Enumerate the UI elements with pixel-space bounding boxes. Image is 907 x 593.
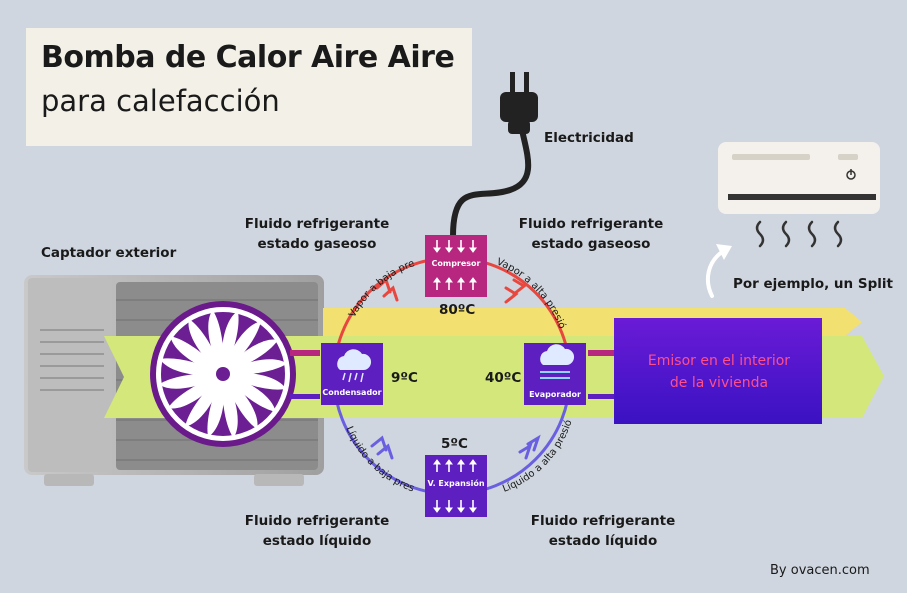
expansion-valve-box: [425, 455, 487, 517]
gas-left-line2: estado gaseoso: [257, 236, 377, 252]
cold-pipe-right: [588, 394, 616, 399]
fan-blade: [207, 374, 225, 437]
arrow-up-head: [433, 459, 441, 465]
fan-blade: [159, 373, 223, 389]
gas-left-line1: Fluido refrigerante: [244, 216, 390, 232]
arrow-down-head: [457, 507, 465, 513]
page-title: Bomba de Calor Aire Aire: [41, 40, 455, 75]
fan-blade: [223, 372, 286, 390]
split-unit-icon: [718, 142, 880, 248]
fan-blade: [188, 319, 223, 374]
fan-blade: [185, 374, 223, 427]
rain-cloud-icon: [337, 349, 372, 383]
temp-80: 80ºC: [439, 302, 476, 318]
fan-blade: [221, 311, 239, 374]
fan-blade: [208, 310, 224, 374]
expansion-label: V. Expansión: [427, 479, 485, 488]
liq-right-line1: Fluido refrigerante: [530, 513, 676, 529]
split-label: Por ejemplo, un Split: [733, 276, 893, 292]
electricidad-label: Electricidad: [544, 130, 634, 146]
cold-pipe: [290, 394, 320, 399]
emitter-text: Emisor en el interior de la vivienda: [616, 350, 822, 394]
hot-arrow-right: [504, 278, 527, 304]
cold-arrow-right: [518, 434, 541, 460]
compresor-label: Compresor: [431, 259, 481, 268]
emitter-box: [614, 318, 822, 424]
hot-arrow-left: [375, 277, 399, 302]
captador-label: Captador exterior: [41, 245, 177, 261]
hot-pipe: [290, 350, 320, 356]
evaporador-label: Evaporador: [529, 390, 581, 399]
arrow-down-head: [469, 247, 477, 253]
plug-icon: [450, 72, 538, 237]
fan-blade: [223, 374, 276, 412]
fan-blade: [223, 339, 278, 374]
fan-blade: [223, 359, 287, 375]
fan-blade: [168, 374, 223, 409]
liq-left-line2: estado líquido: [262, 533, 372, 549]
fan-blade: [222, 374, 238, 438]
arrow-down-head: [433, 507, 441, 513]
curved-arrow-icon: [705, 244, 732, 298]
condensador-label: Condensador: [322, 388, 382, 397]
arrow-up-head: [445, 459, 453, 465]
arrow-down-head: [433, 247, 441, 253]
credit: By ovacen.com: [770, 563, 870, 578]
gas-right-line2: estado gaseoso: [531, 236, 651, 252]
arrow-up-head: [469, 459, 477, 465]
gas-left-label: Fluido refrigerante estado gaseoso: [232, 214, 402, 254]
fan-blade: [170, 336, 223, 374]
arrow-down-head: [457, 247, 465, 253]
title-box: Bomba de Calor Aire Aire para calefacció…: [26, 28, 472, 146]
arrow-up-head: [469, 277, 477, 283]
fan-icon: [150, 301, 296, 447]
arrow-up-head: [457, 277, 465, 283]
temp-40: 40ºC: [485, 370, 522, 386]
arrow-down-head: [469, 507, 477, 513]
liq-left-line1: Fluido refrigerante: [244, 513, 390, 529]
fan-blade: [160, 358, 223, 376]
snow-cloud-icon: [540, 344, 575, 379]
temp-5: 5ºC: [441, 436, 468, 452]
fan-blade: [223, 321, 261, 374]
hot-pipe-right: [588, 350, 616, 356]
cold-arrow-left: [370, 435, 394, 460]
liq-right-label: Fluido refrigerante estado líquido: [518, 511, 688, 551]
emitter-line1: Emisor en el interior: [647, 353, 791, 369]
arrow-down-head: [445, 507, 453, 513]
emitter-line2: de la vivienda: [669, 375, 769, 391]
temp-9: 9ºC: [391, 370, 418, 386]
compresor-box: [425, 235, 487, 297]
liq-left-label: Fluido refrigerante estado líquido: [232, 511, 402, 551]
gas-right-label: Fluido refrigerante estado gaseoso: [506, 214, 676, 254]
arrow-down-head: [445, 247, 453, 253]
arrow-up-head: [457, 459, 465, 465]
fan-blade: [223, 374, 258, 429]
arrow-up-head: [433, 277, 441, 283]
liq-right-line2: estado líquido: [548, 533, 658, 549]
gas-right-line1: Fluido refrigerante: [518, 216, 664, 232]
page-subtitle: para calefacción: [41, 84, 280, 118]
arrow-up-head: [445, 277, 453, 283]
